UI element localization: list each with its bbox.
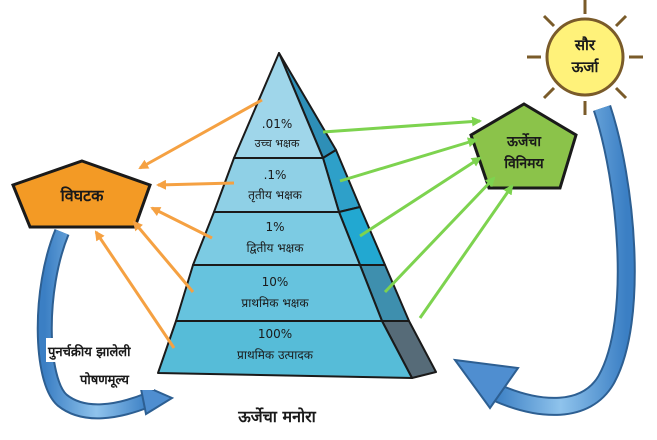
sun-rays-icon	[527, 0, 643, 115]
recycle-label-line2: पोषणमूल्य	[79, 372, 129, 388]
green-arrow-3	[359, 156, 482, 238]
solar-arrowhead-icon	[452, 358, 520, 410]
recycle-label-bg	[46, 338, 184, 362]
sun-label-line2: ऊर्जा	[571, 58, 600, 76]
sun-disc	[545, 17, 625, 97]
tier-5-percent: 100%	[258, 327, 292, 341]
green-arrow-1	[322, 116, 482, 134]
tier-2-percent: .1%	[264, 168, 287, 182]
orange-arrow-2	[156, 179, 235, 190]
exchange-label-line2: विनिमय	[503, 155, 544, 172]
energy-exchange-node: ऊर्जेचा विनिमय	[469, 102, 578, 190]
recycle-label-bg-2	[76, 366, 154, 390]
tier-5-name: प्राथमिक उत्पादक	[237, 348, 314, 362]
decomposer-label: विघटक	[60, 186, 105, 205]
tier-4	[175, 264, 383, 322]
green-arrow-2	[339, 137, 478, 183]
tier-2	[213, 157, 340, 213]
recycle-arrowhead-icon	[138, 382, 175, 416]
sun-label-line1: सौर	[574, 36, 596, 54]
pyramid-front-tiers	[157, 52, 413, 379]
decomposer-arrows	[94, 98, 263, 349]
tier-1-name: उच्च भक्षक	[255, 137, 300, 150]
sun: सौर ऊर्जा	[527, 0, 643, 115]
exchange-label-line1: ऊर्जेचा	[506, 133, 542, 150]
solar-input-arrow	[452, 104, 636, 416]
tier-labels: .01% उच्च भक्षक .1% तृतीय भक्षक 1% द्वित…	[237, 117, 314, 362]
tier-2-name: तृतीय भक्षक	[248, 188, 303, 203]
decomposer-node: विघटक	[11, 159, 152, 229]
tier-5	[157, 320, 413, 379]
green-arrow-5	[418, 184, 514, 319]
tier-3-percent: 1%	[265, 220, 284, 234]
exchange-arrows	[322, 116, 514, 319]
diagram-title: ऊर्जेचा मनोरा	[237, 407, 316, 426]
orange-arrow-5	[94, 230, 176, 349]
green-arrow-4	[383, 176, 496, 294]
orange-arrow-4	[132, 220, 195, 293]
recycle-arrow	[36, 228, 175, 420]
orange-arrow-3	[150, 206, 213, 240]
tier-4-percent: 10%	[262, 275, 289, 289]
tier-1-percent: .01%	[262, 117, 293, 131]
tier-4-name: प्राथमिक भक्षक	[241, 296, 309, 310]
orange-arrow-1	[138, 98, 263, 170]
recycle-label-line1: पुनर्चक्रीय झालेली	[47, 344, 131, 360]
tier-3-name: द्वितीय भक्षक	[247, 241, 305, 255]
